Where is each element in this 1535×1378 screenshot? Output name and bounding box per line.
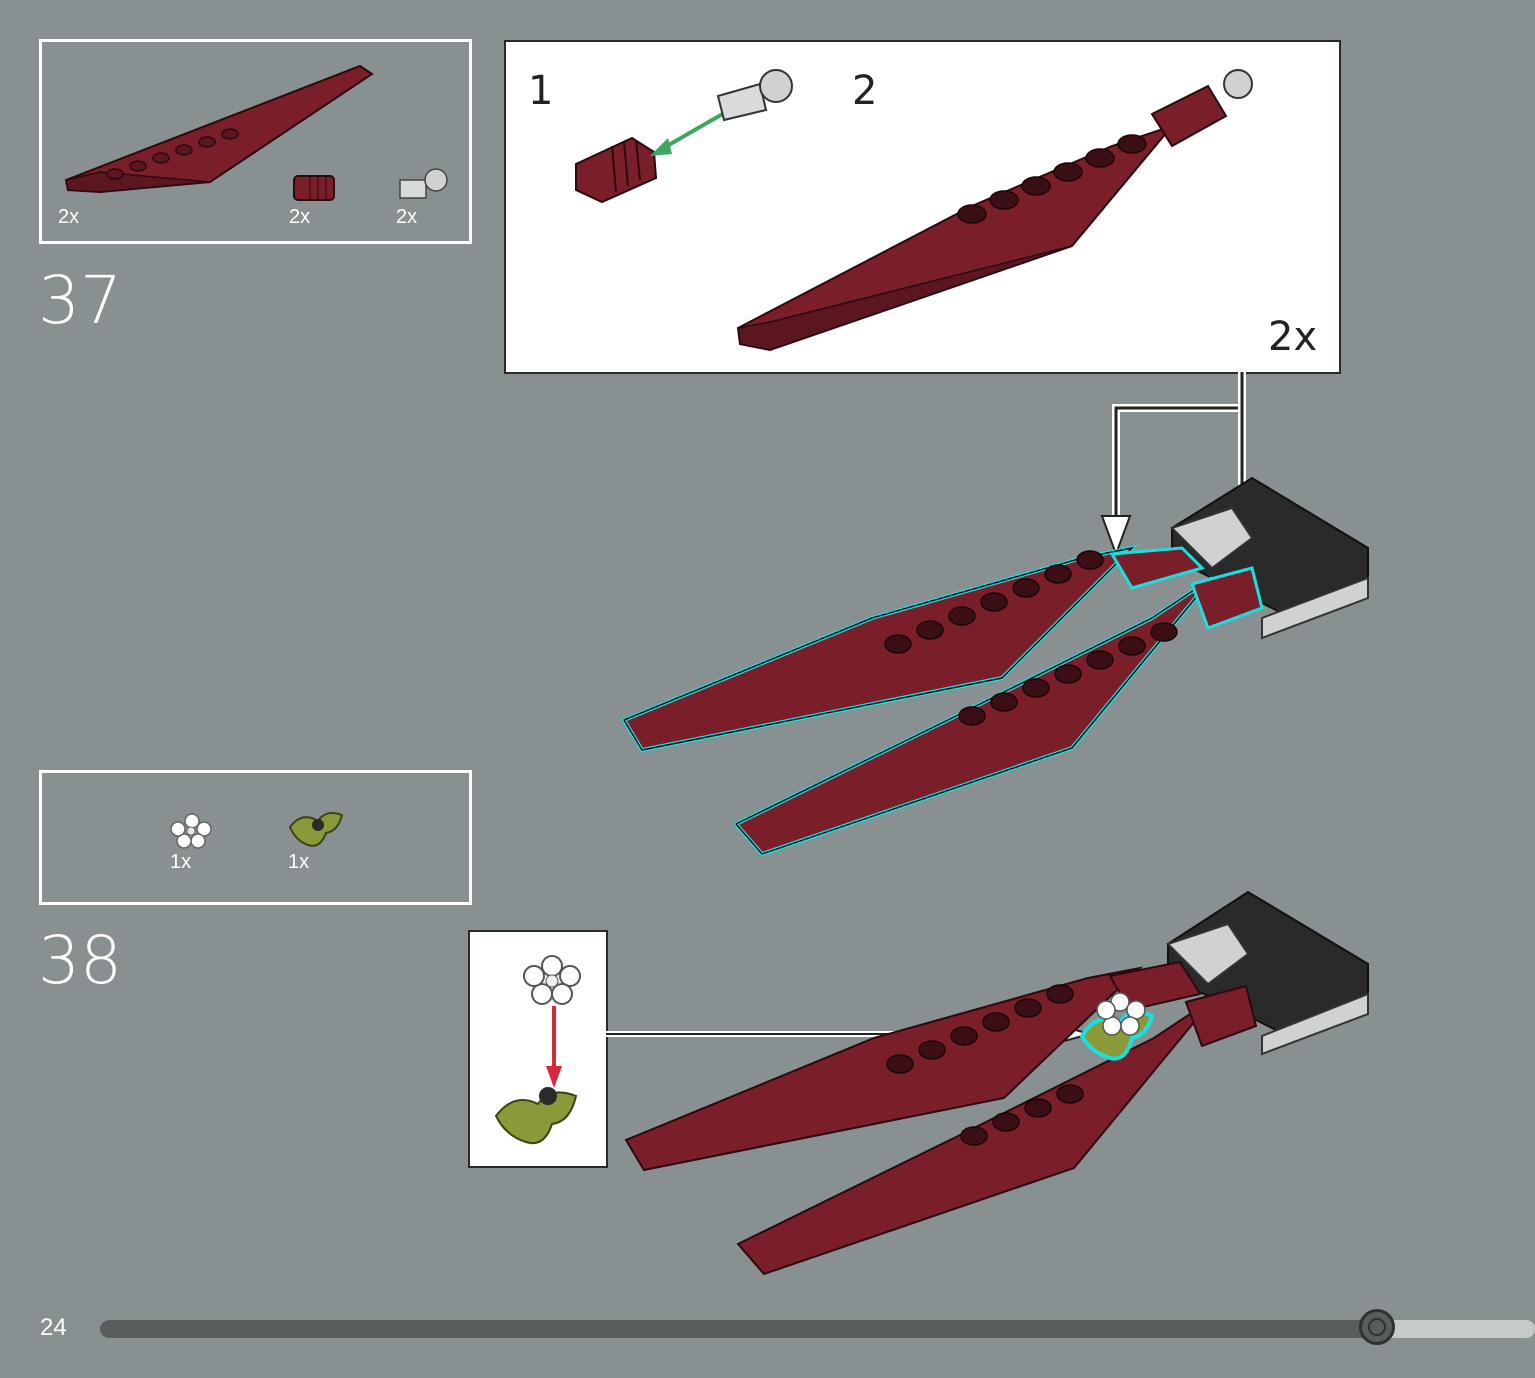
substep-1-number: 1 (528, 68, 554, 114)
flower-qty: 1x (170, 851, 192, 873)
page-number: 24 (40, 1314, 67, 1341)
progress-fill (100, 1320, 1377, 1338)
ball-pin-qty: 2x (396, 206, 418, 228)
step38-model (624, 890, 1369, 1276)
red-arrow-icon (546, 1006, 562, 1088)
wedge-assembly-icon (736, 69, 1253, 352)
ball-pin-icon (716, 69, 793, 122)
step37-model (621, 476, 1369, 857)
flower-icon (170, 813, 212, 849)
step37-number: 37 (38, 262, 122, 339)
wedge-plate-qty: 2x (58, 206, 80, 228)
progress-knob[interactable] (1359, 1309, 1395, 1345)
step37-parts-list: 2x 2x 2x (39, 39, 472, 244)
leaf-plate-icon (288, 812, 344, 847)
green-arrow-icon (650, 110, 727, 156)
progress-bar[interactable] (100, 1320, 1535, 1338)
step38-number: 38 (38, 922, 122, 999)
step38-parts-list: 1x 1x (39, 770, 472, 905)
substep-2-number: 2 (852, 68, 878, 114)
flower-icon (523, 955, 581, 1005)
wedge-plate-icon (64, 64, 374, 194)
step38-callout (468, 930, 608, 1168)
step37-callout: 1 2 2x (504, 40, 1341, 374)
callout-multiplier: 2x (1268, 314, 1318, 360)
leaf-plate-icon (494, 1087, 578, 1145)
leaf-plate-qty: 1x (288, 851, 310, 873)
connector-icon (293, 175, 335, 201)
connector-icon (575, 136, 658, 204)
connector-qty: 2x (289, 206, 311, 228)
ball-pin-icon (399, 168, 448, 199)
